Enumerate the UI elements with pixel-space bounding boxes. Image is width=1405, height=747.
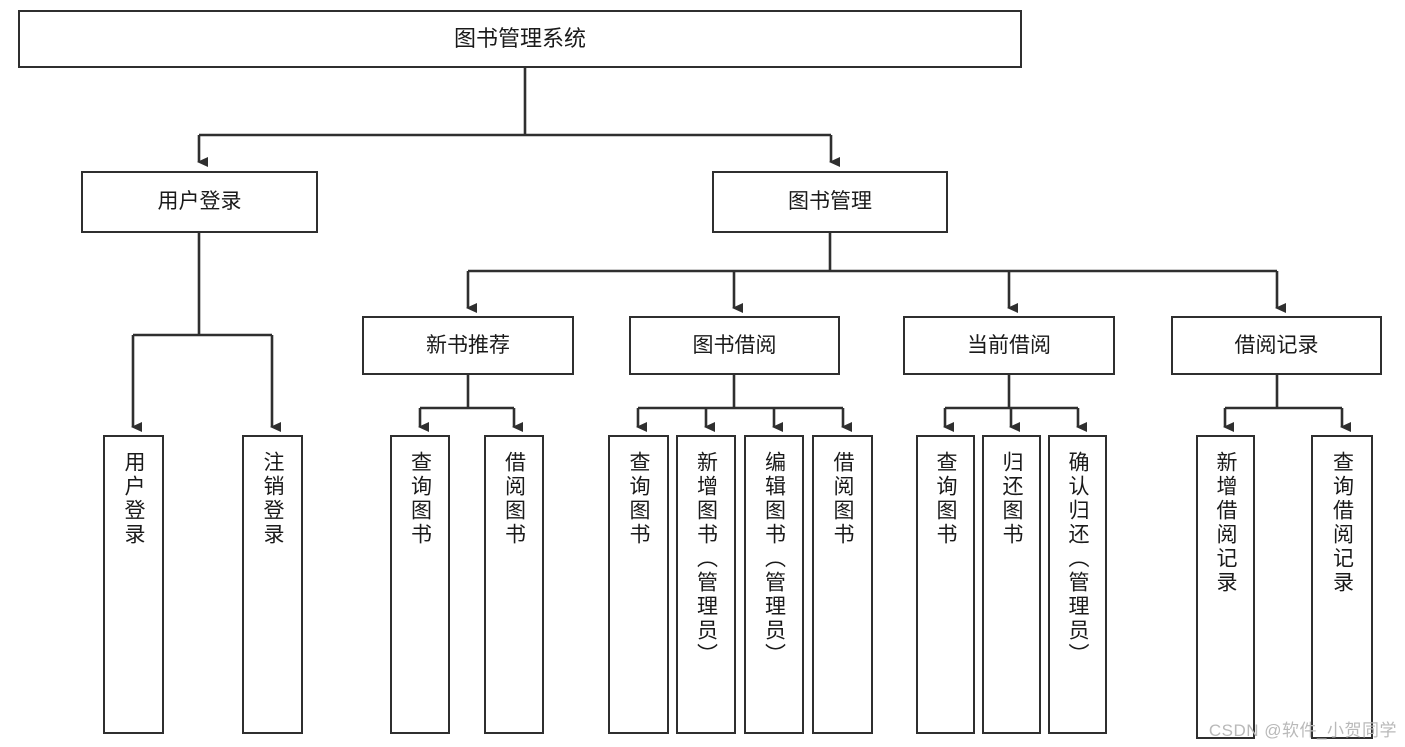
node-label: 注销登录 [261,451,284,547]
node-label: 用户登录 [122,451,145,547]
leaf-new-book-query[interactable]: 查询图书 [390,435,450,734]
leaf-borrow-query-book[interactable]: 查询图书 [608,435,669,734]
node-new-book-recommend[interactable]: 新书推荐 [362,316,574,375]
node-borrow-records[interactable]: 借阅记录 [1171,316,1382,375]
leaf-new-book-borrow[interactable]: 借阅图书 [484,435,544,734]
node-label: 图书管理 [788,190,872,214]
node-user-login[interactable]: 用户登录 [81,171,318,233]
node-current-borrow[interactable]: 当前借阅 [903,316,1115,375]
node-book-management[interactable]: 图书管理 [712,171,948,233]
node-label: 图书管理系统 [453,25,586,51]
node-label: 新增借阅记录 [1214,451,1237,595]
node-label: 查询图书 [934,451,957,547]
node-label: 新增图书（管理员） [694,451,718,667]
leaf-borrow-borrow-book[interactable]: 借阅图书 [812,435,873,734]
node-label: 编辑图书（管理员） [762,451,786,667]
node-label: 归还图书 [1000,451,1023,547]
node-label: 用户登录 [157,190,242,214]
node-label: 查询借阅记录 [1330,451,1354,595]
watermark-text: CSDN @软件_小贺同学 [1208,721,1397,740]
node-label: 借阅记录 [1234,333,1319,357]
leaf-user-login-login[interactable]: 用户登录 [103,435,164,734]
leaf-borrow-edit-book-admin[interactable]: 编辑图书（管理员） [744,435,804,734]
node-root-system[interactable]: 图书管理系统 [18,10,1022,68]
node-label: 当前借阅 [967,333,1051,357]
leaf-current-query-book[interactable]: 查询图书 [916,435,975,734]
node-label: 查询图书 [627,451,650,547]
node-label: 新书推荐 [426,333,510,357]
leaf-records-query-record[interactable]: 查询借阅记录 [1311,435,1373,739]
node-book-borrow[interactable]: 图书借阅 [629,316,840,375]
node-label: 借阅图书 [502,451,526,547]
node-label: 确认归还（管理员） [1066,451,1089,667]
leaf-user-login-logout[interactable]: 注销登录 [242,435,303,734]
leaf-current-return-book[interactable]: 归还图书 [982,435,1041,734]
leaf-current-confirm-return-admin[interactable]: 确认归还（管理员） [1048,435,1107,734]
node-label: 图书借阅 [692,333,777,357]
node-label: 借阅图书 [831,451,854,547]
leaf-borrow-add-book-admin[interactable]: 新增图书（管理员） [676,435,736,734]
node-label: 查询图书 [408,451,432,547]
leaf-records-add-record[interactable]: 新增借阅记录 [1196,435,1255,739]
